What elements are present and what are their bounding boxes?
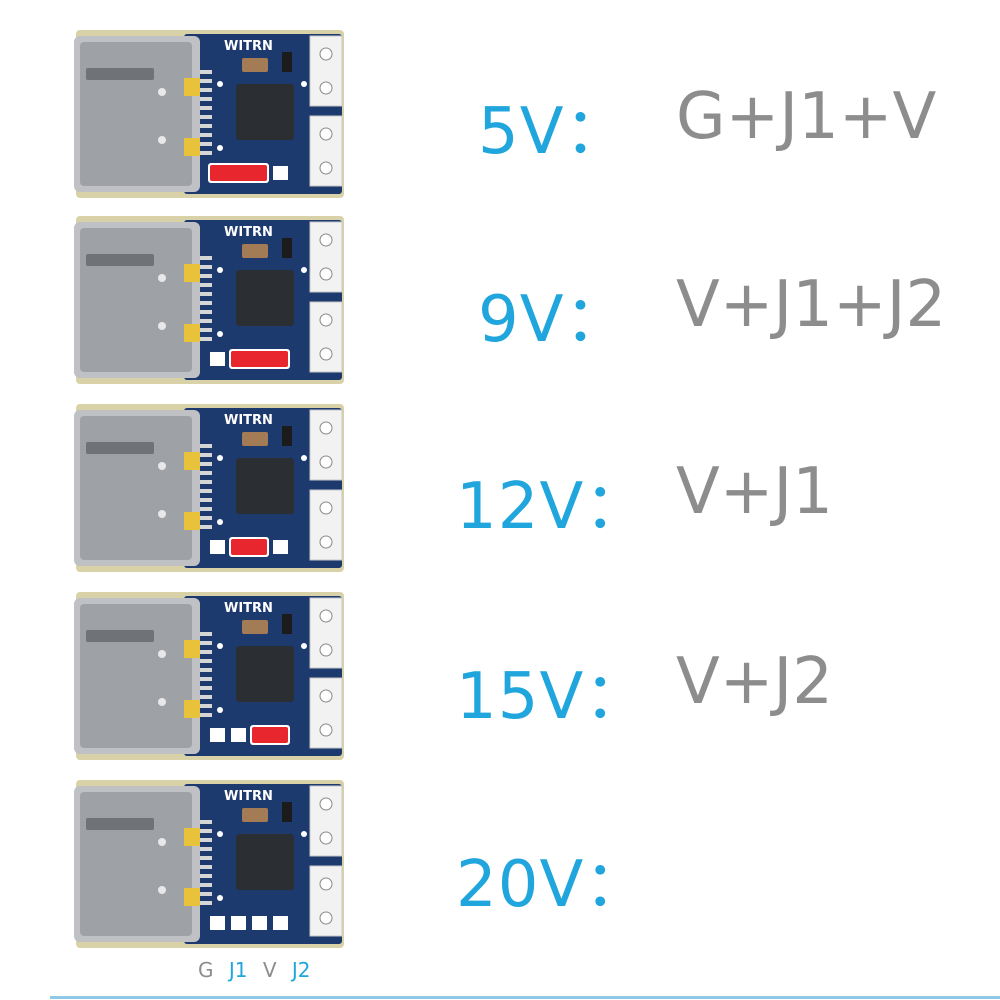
- svg-text:WITRN: WITRN: [224, 39, 273, 54]
- pad-labels: G J1 V J2: [198, 958, 320, 982]
- pcb-board: WITRN: [74, 778, 344, 948]
- pad-combo-9v: V+J1+J2: [676, 268, 947, 342]
- pad-combo-15v: V+J2: [676, 645, 833, 719]
- voltage-label-9v: 9V：: [478, 283, 630, 357]
- voltage-label-5v: 5V：: [478, 95, 630, 169]
- voltage-label-15v: 15V：: [456, 660, 650, 734]
- pad-label-g: G: [198, 958, 214, 982]
- pad-label-j2: J2: [291, 958, 311, 982]
- pad-label-v: V: [262, 958, 277, 982]
- pcb-board: WITRN: [74, 402, 344, 572]
- svg-text:WITRN: WITRN: [224, 413, 273, 428]
- voltage-label-20v: 20V：: [456, 848, 650, 922]
- pcb-board: WITRN: [74, 590, 344, 760]
- svg-text:WITRN: WITRN: [224, 225, 273, 240]
- pcb-board: WITRN: [74, 28, 344, 198]
- pad-combo-5v: G+J1+V: [676, 80, 937, 154]
- pad-label-j1: J1: [228, 958, 248, 982]
- bottom-divider: [50, 996, 1000, 999]
- pcb-board: WITRN: [74, 214, 344, 384]
- voltage-label-12v: 12V：: [456, 470, 650, 544]
- pad-combo-12v: V+J1: [676, 455, 833, 529]
- svg-text:WITRN: WITRN: [224, 601, 273, 616]
- svg-text:WITRN: WITRN: [224, 789, 273, 804]
